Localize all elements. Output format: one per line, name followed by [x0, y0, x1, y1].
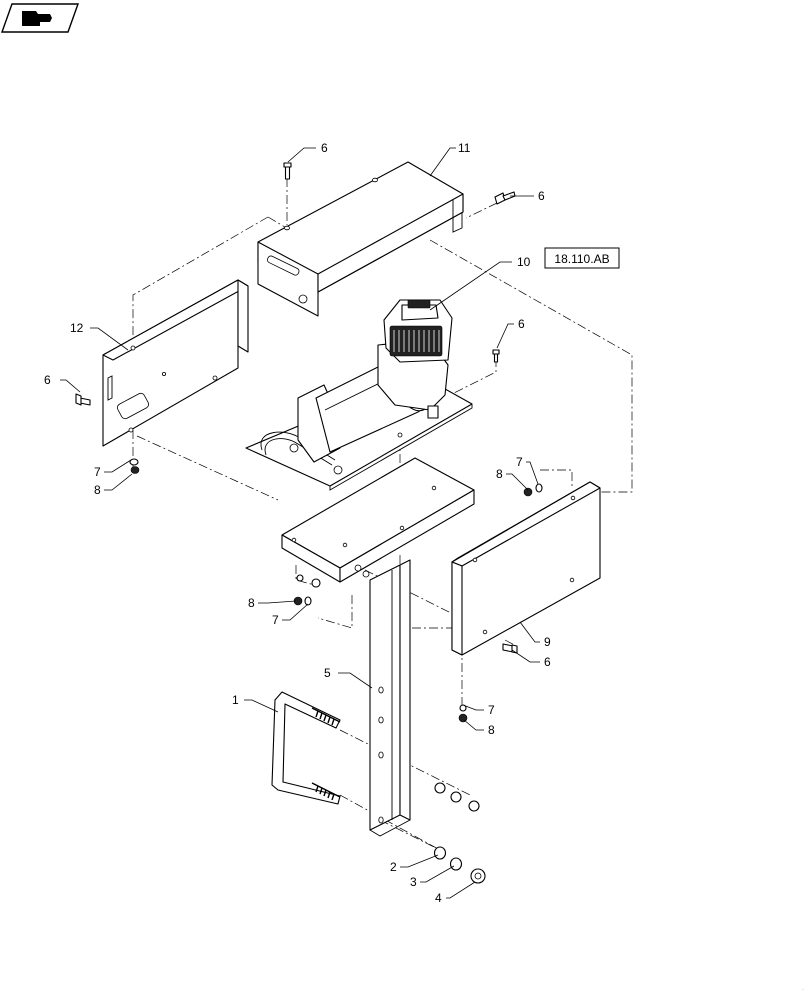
bolt-icon: [75, 393, 91, 406]
left-side-cover-part-12: [102, 279, 249, 447]
u-bolt-part-1: [271, 691, 341, 805]
callout-8: 8: [94, 483, 101, 497]
corner-mark: `: [802, 990, 804, 996]
reference-box[interactable]: 18.110.AB: [544, 247, 620, 269]
callout-7: 7: [272, 613, 279, 627]
mounting-plate: [281, 457, 475, 583]
vertical-post-part-5: [369, 559, 411, 837]
right-side-cover-part-9: [451, 481, 601, 656]
callout-7: 7: [516, 455, 523, 469]
compressor-part-10: [245, 299, 473, 491]
callout-3: 3: [410, 875, 417, 889]
hardware: [75, 162, 543, 884]
bolt-icon: [492, 349, 500, 363]
callout-8: 8: [248, 596, 255, 610]
callout-6: 6: [518, 317, 525, 331]
callout-8: 8: [496, 467, 503, 481]
alignment-lines: [132, 178, 633, 851]
callout-2: 2: [390, 860, 397, 874]
callout-12: 12: [70, 321, 84, 335]
bolt-icon: [283, 162, 292, 180]
callouts: 6 11 6 10 12 6 6 7 8 8 7 8 7 9 6 5 1 7 8…: [44, 141, 551, 905]
callout-4: 4: [435, 891, 442, 905]
callout-7: 7: [488, 703, 495, 717]
callout-5: 5: [324, 666, 331, 680]
callout-11: 11: [458, 141, 471, 155]
callout-10: 10: [517, 255, 531, 269]
callout-6: 6: [44, 373, 51, 387]
callout-6: 6: [544, 655, 551, 669]
hand-pointer-icon[interactable]: [1, 3, 79, 33]
callout-6: 6: [321, 141, 328, 155]
callout-7: 7: [94, 465, 101, 479]
callout-9: 9: [544, 635, 551, 649]
leader-lines: [60, 147, 540, 899]
callout-6: 6: [538, 189, 545, 203]
bolt-icon: [494, 191, 516, 205]
callout-1: 1: [232, 693, 239, 707]
reference-label: 18.110.AB: [554, 252, 609, 266]
top-cover-part-11: [257, 161, 464, 317]
cooling-fins: [389, 325, 443, 357]
callout-8: 8: [488, 723, 495, 737]
